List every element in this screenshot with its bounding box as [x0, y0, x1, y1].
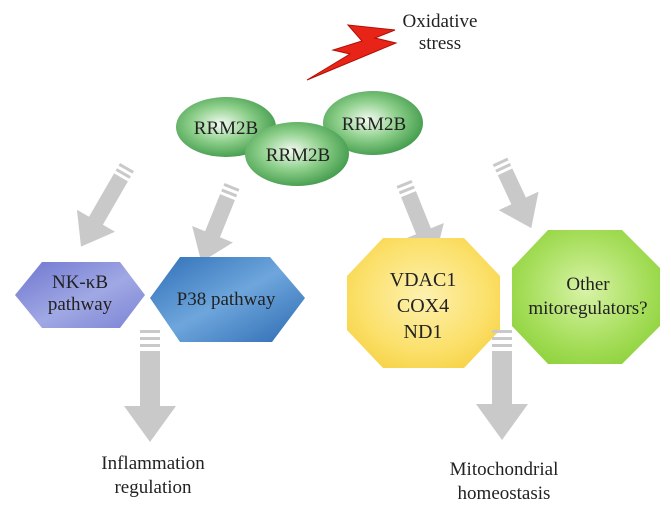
vdac-label-line2: COX4 — [397, 295, 449, 317]
rrm2b-label-middle: RRM2B — [266, 145, 330, 166]
nfkb-label-line1: NK-κB — [52, 272, 108, 293]
mito-label-line2: homeostasis — [458, 483, 551, 504]
inflammation-label-line1: Inflammation — [101, 453, 205, 474]
arrow-to-nfkb — [76, 163, 134, 247]
stress-label-line2: stress — [419, 33, 461, 54]
vdac-label-line1: VDAC1 — [390, 269, 457, 291]
p38-pathway-node — [150, 257, 305, 342]
arrow-to-inflammation — [124, 330, 176, 442]
p38-label: P38 pathway — [177, 289, 276, 310]
rrm2b-ellipse-middle — [245, 122, 349, 186]
stress-label-line1: Oxidative — [403, 11, 478, 32]
arrow-to-other — [492, 157, 539, 229]
rrm2b-label-right: RRM2B — [342, 114, 406, 135]
arrow-to-mito — [476, 330, 528, 440]
inflammation-label-line2: regulation — [114, 477, 192, 498]
nfkb-label-line2: pathway — [48, 294, 113, 315]
lightning-bolt-icon — [306, 24, 398, 81]
other-label-line2: mitoregulators? — [528, 298, 647, 319]
vdac-label-line3: ND1 — [404, 321, 443, 343]
nfkb-pathway-node — [15, 262, 145, 328]
other-label-line1: Other — [566, 274, 610, 295]
other-mitoregulators-node — [512, 230, 660, 364]
mito-label-line1: Mitochondrial — [450, 459, 559, 480]
vdac-cox4-nd1-node — [347, 238, 500, 368]
arrow-to-p38 — [192, 183, 240, 263]
rrm2b-label-left: RRM2B — [194, 118, 258, 139]
rrm2b-ellipse-right — [323, 91, 423, 155]
